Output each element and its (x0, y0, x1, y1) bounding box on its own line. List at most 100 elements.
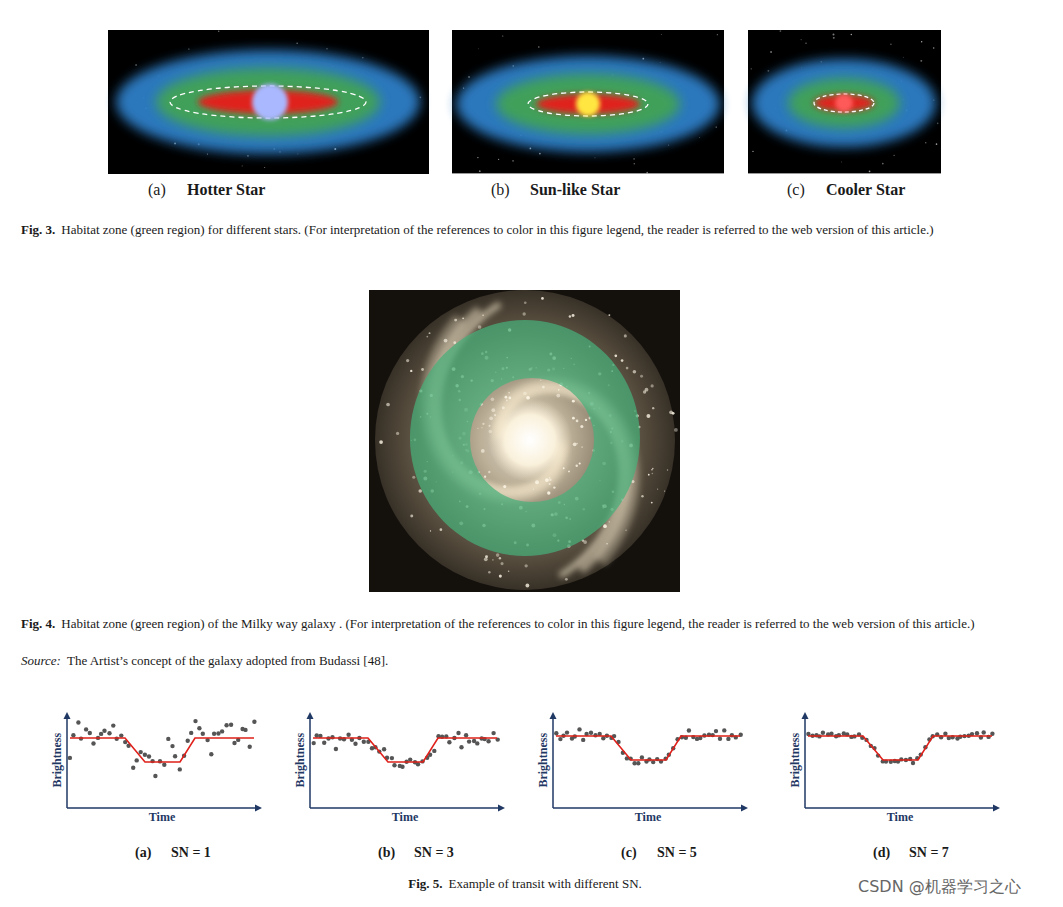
galaxy-star (410, 370, 412, 372)
measurement-dot (178, 767, 182, 771)
axis-arrowhead (802, 712, 809, 719)
measurement-dot (153, 774, 157, 778)
transit-model-line (313, 738, 497, 762)
star-dot (633, 158, 634, 159)
axis-arrowhead (255, 805, 262, 812)
panel-title: SN = 3 (414, 845, 454, 862)
measurement-dot (362, 740, 366, 744)
star-dot (479, 170, 481, 172)
measurement-dot (322, 741, 326, 745)
star-dot (468, 76, 470, 78)
star-dot (840, 161, 842, 163)
galaxy-star (664, 490, 665, 491)
panel-title: SN = 7 (909, 845, 949, 862)
x-axis (805, 807, 994, 809)
star-dot (937, 123, 939, 125)
star-dot (634, 163, 635, 164)
star-dot (502, 35, 503, 36)
galaxy-star (410, 515, 413, 518)
star-dot (594, 157, 595, 158)
galaxy-star (549, 483, 551, 485)
star-dot (264, 167, 265, 168)
measurement-dot (382, 747, 386, 751)
galaxy-star (488, 571, 491, 574)
star-dot (498, 159, 499, 160)
measurement-dot (102, 729, 106, 733)
star-dot (925, 142, 926, 143)
axis-arrowhead (993, 805, 1000, 812)
galaxy-star (478, 325, 482, 329)
star-dot (207, 153, 208, 154)
y-axis (309, 718, 311, 808)
star-dot (893, 155, 894, 156)
galaxy-star (542, 386, 545, 389)
galaxy-star (581, 446, 583, 448)
star-dot (890, 44, 892, 46)
source-text: The Artist’s concept of the galaxy adopt… (67, 653, 388, 668)
measurement-dot (486, 739, 490, 743)
galaxy-star (426, 336, 428, 338)
star-dot (767, 70, 769, 72)
galaxy-star (508, 392, 510, 394)
measurement-dot (456, 731, 460, 735)
panel-title: Sun-like Star (530, 180, 620, 199)
y-axis (66, 718, 68, 808)
galaxy-star (572, 400, 575, 403)
measurement-dot (577, 727, 581, 731)
figure-number: Fig. 3. (21, 222, 55, 237)
panel-title: Cooler Star (826, 180, 905, 199)
panel-letter: (a) (148, 180, 166, 199)
axis-label: Brightness (293, 733, 307, 788)
measurement-dot (216, 731, 220, 735)
galaxy-star (489, 416, 493, 420)
measurement-dot (554, 731, 558, 735)
galaxy-star (568, 470, 570, 472)
star-dot (477, 157, 478, 158)
galaxy-star (580, 425, 583, 428)
measurement-dot (220, 729, 224, 733)
star-dot (512, 160, 514, 162)
galaxy-star (421, 368, 424, 371)
galaxy-star (485, 555, 488, 558)
measurement-dot (589, 731, 593, 735)
measurement-dot (565, 730, 569, 734)
measurement-dot (390, 756, 394, 760)
measurement-dot (193, 719, 197, 723)
measurement-dot (201, 732, 205, 736)
galaxy-star (651, 502, 653, 504)
measurement-dot (229, 723, 233, 727)
measurement-dot (135, 758, 139, 762)
galaxy-star (462, 317, 464, 319)
star-dot (530, 148, 532, 150)
caption-text: Habitat zone (green region) of the Milky… (61, 616, 974, 631)
star-dot (805, 43, 806, 44)
measurement-dot (726, 737, 730, 741)
axis-label: Time (887, 810, 913, 824)
galaxy-star (524, 301, 527, 304)
galaxy-star (573, 443, 577, 447)
star-dot (800, 39, 802, 41)
panel-letter: (d) (873, 845, 890, 862)
galaxy-star (430, 530, 431, 531)
galaxy-star (651, 384, 654, 387)
measurement-dot (640, 755, 644, 759)
star-dot (936, 143, 938, 145)
star-dot (135, 64, 136, 65)
galaxy-star (652, 407, 654, 409)
galaxy-star (508, 570, 510, 572)
measurement-dot (392, 763, 396, 767)
galaxy-star (652, 468, 654, 470)
star-dot (780, 30, 782, 32)
star-dot (751, 68, 752, 69)
star-dot (717, 34, 718, 35)
galaxy-star (503, 485, 506, 488)
measurement-dot (636, 761, 640, 765)
measurement-dot (91, 741, 95, 745)
axis-label: Time (392, 810, 418, 824)
galaxy-star (621, 359, 624, 362)
galaxy-star (556, 394, 560, 398)
galaxy-star (482, 423, 484, 425)
star-dot (851, 34, 852, 35)
axis-label: Brightness (536, 733, 550, 788)
